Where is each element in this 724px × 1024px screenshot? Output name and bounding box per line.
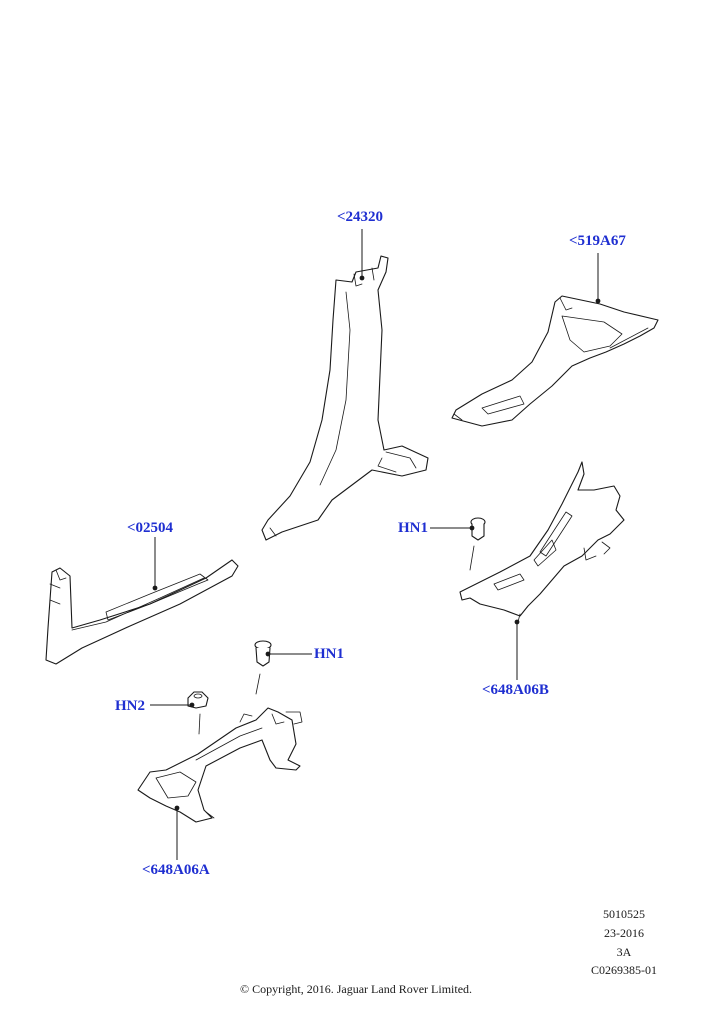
reference-sheet: 3A <box>616 945 632 959</box>
leader-lines <box>150 229 601 860</box>
illustration-id: C0269385-01 <box>591 963 657 977</box>
callout-519a67: <519A67 <box>569 233 626 249</box>
fastener-hn1-lower <box>254 640 272 695</box>
callout-hn1-upper: HN1 <box>398 520 428 536</box>
nut-hn2 <box>187 691 209 735</box>
callout-648a06a: <648A06A <box>142 862 210 878</box>
callout-02504: <02504 <box>127 520 174 536</box>
reference-number: 5010525 <box>603 907 645 921</box>
copyright-notice: © Copyright, 2016. Jaguar Land Rover Lim… <box>239 982 473 996</box>
pillar-trim-part <box>261 255 429 541</box>
fastener-hn1-upper <box>469 517 486 571</box>
callout-hn2: HN2 <box>115 698 145 714</box>
bracket-b-part <box>459 461 625 623</box>
bracket-a-part <box>137 707 303 823</box>
callout-24320: <24320 <box>337 209 384 225</box>
rear-trim-part <box>451 295 659 427</box>
sill-trim-part <box>45 559 239 665</box>
callout-hn1-lower: HN1 <box>314 646 344 662</box>
callout-648a06b: <648A06B <box>482 682 549 698</box>
reference-date-code: 23-2016 <box>604 926 644 940</box>
